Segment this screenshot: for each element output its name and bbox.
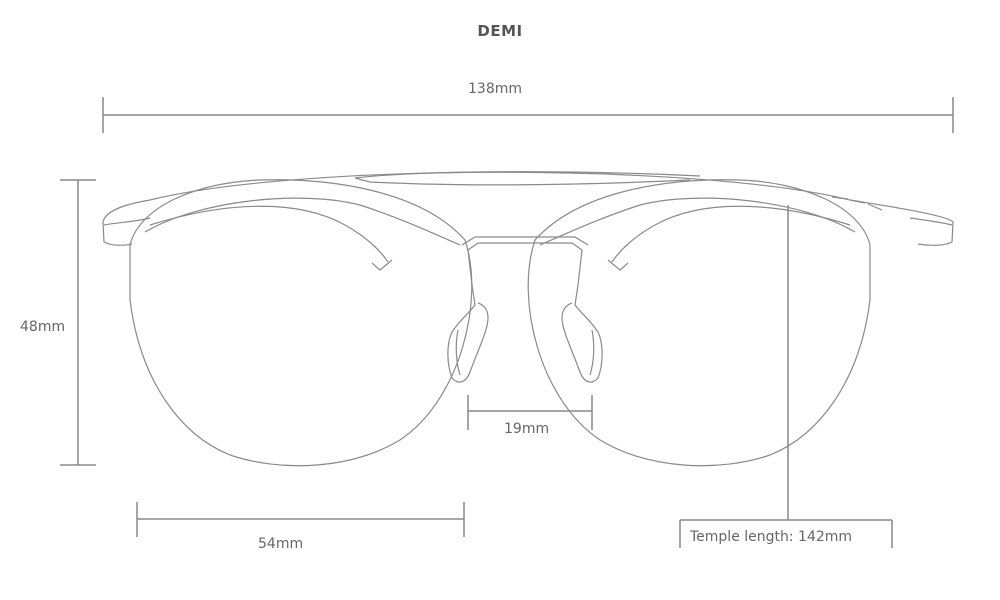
left-lens xyxy=(129,179,473,467)
glasses-frame-illustration xyxy=(102,171,954,467)
lens-width-dimension xyxy=(136,502,465,537)
bridge-width-label: 19mm xyxy=(504,421,550,437)
bridge-width-dimension xyxy=(467,395,593,430)
temple-length-label: Temple length: 142mm xyxy=(690,529,853,545)
right-nose-pad xyxy=(561,284,603,383)
frame-top-bar xyxy=(149,171,851,201)
bridge xyxy=(461,236,589,246)
temple-length-callout xyxy=(679,205,893,548)
logo-mark xyxy=(831,196,883,211)
lens-height-label: 48mm xyxy=(20,319,66,335)
total-width-label: 138mm xyxy=(468,81,522,97)
total-width-dimension xyxy=(102,97,954,133)
left-nose-pad xyxy=(447,284,489,383)
right-lens xyxy=(527,179,871,467)
lens-width-label: 54mm xyxy=(258,536,304,552)
product-title: DEMI xyxy=(477,22,523,40)
lens-height-dimension xyxy=(60,179,96,466)
